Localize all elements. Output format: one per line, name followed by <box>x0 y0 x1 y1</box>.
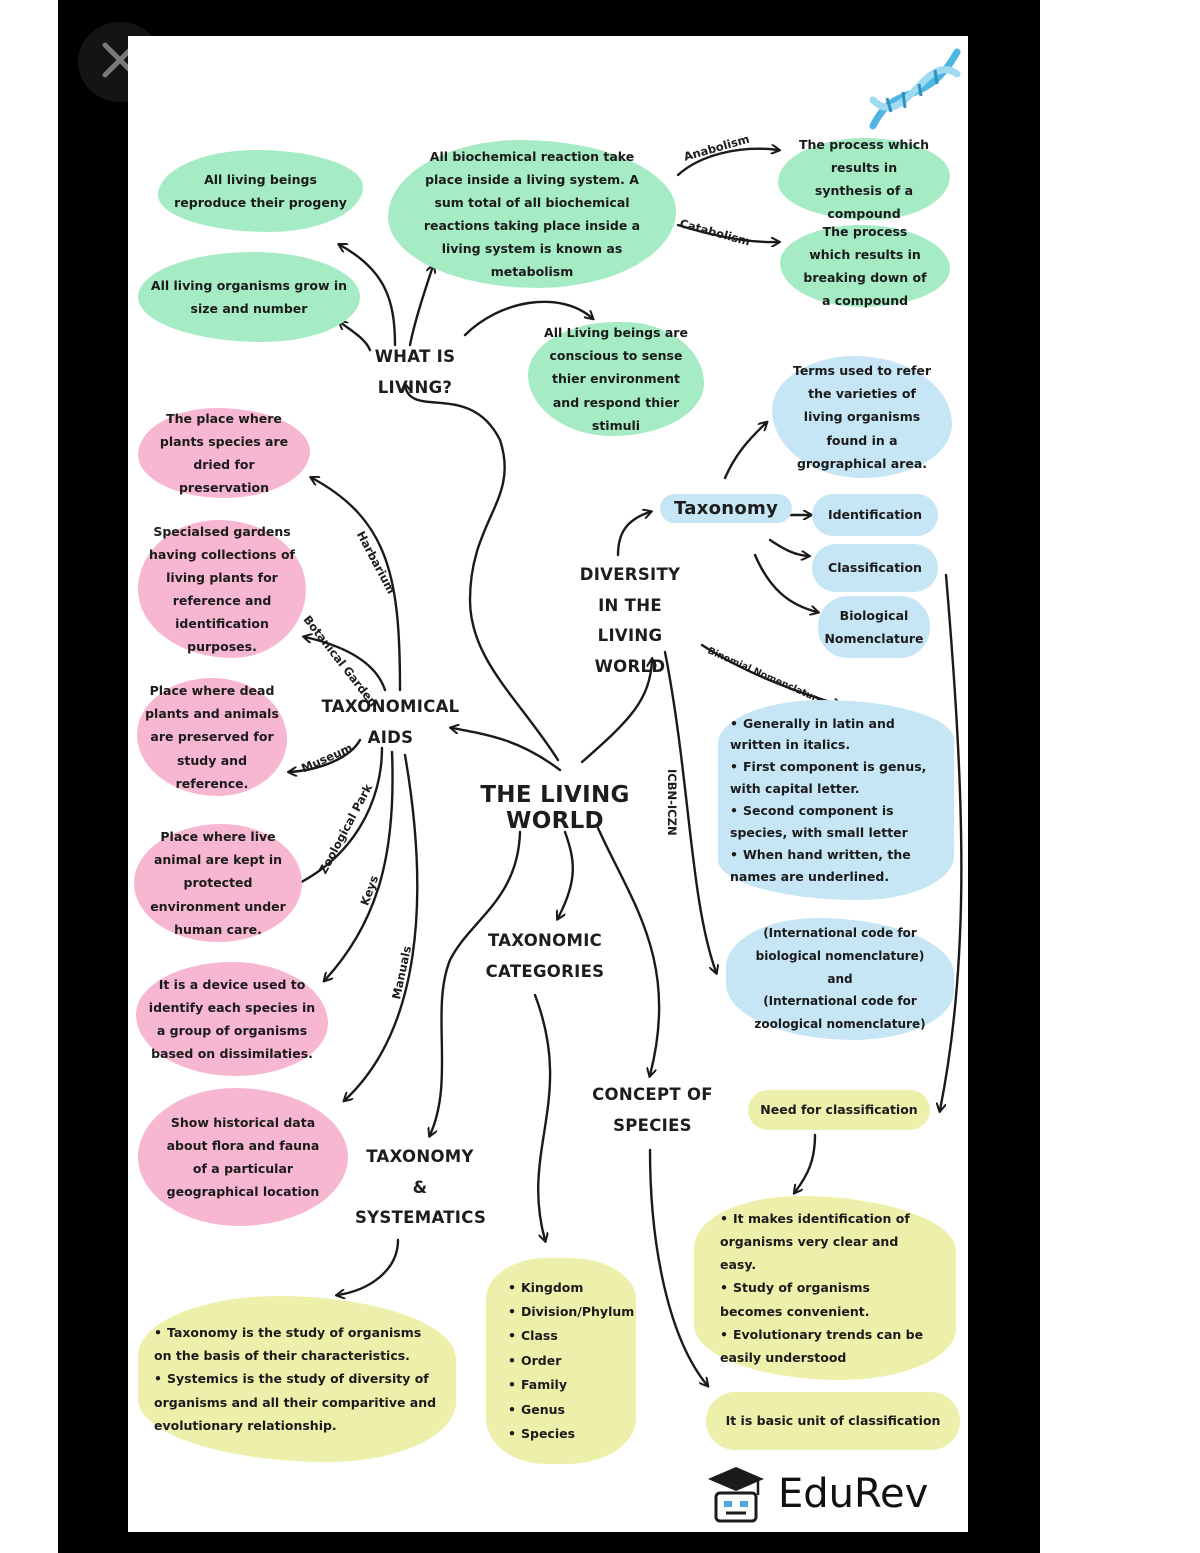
herbarium-note: The place where plants species are dried… <box>138 408 310 498</box>
benefit-point: Evolutionary trends can be easily unders… <box>720 1323 930 1369</box>
need-for-classification-note: Need for classification <box>748 1090 930 1130</box>
systematics-point: Taxonomy is the study of organisms on th… <box>154 1321 440 1367</box>
grow-note: All living organisms grow in size and nu… <box>138 252 360 342</box>
benefit-point: Study of organisms becomes convenient. <box>720 1276 930 1322</box>
category-item: Division/Phylum <box>508 1300 634 1324</box>
category-item: Genus <box>508 1398 634 1422</box>
taxonomic-categories-list: Kingdom Division/Phylum Class Order Fami… <box>486 1258 636 1464</box>
metabolism-note: All biochemical reaction take place insi… <box>388 140 676 288</box>
manuals-note: Show historical data about flora and fau… <box>138 1088 348 1226</box>
museum-note: Place where dead plants and animals are … <box>137 678 287 796</box>
systematics-point: Systemics is the study of diversity of o… <box>154 1367 440 1436</box>
node-what-is-living: WHAT IS LIVING? <box>374 347 456 397</box>
binomial-nomenclature-note: Generally in latin and written in italic… <box>718 700 954 900</box>
icbn-label: ICBN-ICZN <box>665 769 679 836</box>
keys-note: It is a device used to identify each spe… <box>136 962 328 1076</box>
edurev-logo: EduRev <box>704 1462 928 1526</box>
conscious-note: All Living beings are conscious to sense… <box>528 322 704 436</box>
category-item: Family <box>508 1373 634 1397</box>
biodiversity-note: Terms used to refer the varieties of liv… <box>772 356 952 478</box>
category-item: Species <box>508 1422 634 1446</box>
benefit-point: It makes identification of organisms ver… <box>720 1207 930 1276</box>
binomial-point: When hand written, the names are underli… <box>730 844 942 888</box>
category-item: Order <box>508 1349 634 1373</box>
category-item: Class <box>508 1324 634 1348</box>
systematics-note: Taxonomy is the study of organisms on th… <box>138 1296 456 1462</box>
category-item: Kingdom <box>508 1276 634 1300</box>
icbn-iczn-note: (International code for biological nomen… <box>726 918 954 1040</box>
binomial-point: Second component is species, with small … <box>730 800 942 844</box>
zoological-park-note: Place where live animal are kept in prot… <box>134 824 302 942</box>
node-taxonomy-systematics: TAXONOMY&SYSTEMATICS <box>355 1147 487 1228</box>
classification-benefits-note: It makes identification of organisms ver… <box>694 1196 956 1380</box>
species-definition-note: It is basic unit of classification <box>706 1392 960 1450</box>
catabolism-note: The process which results in breaking do… <box>780 224 950 308</box>
central-topic: THE LIVING WORLD <box>480 782 630 834</box>
binomial-point: Generally in latin and written in italic… <box>730 713 942 757</box>
graduation-cap-icon <box>708 1467 764 1523</box>
node-taxonomy: Taxonomy <box>660 494 793 523</box>
identification-note: Identification <box>812 494 938 536</box>
biological-nomenclature-note: Biological Nomenclature <box>818 596 930 658</box>
anabolism-note: The process which results in synthesis o… <box>778 137 950 221</box>
dna-icon <box>869 48 961 130</box>
brand-name: EduRev <box>778 1471 929 1517</box>
botanical-garden-note: Specialsed gardens having collections of… <box>138 520 306 658</box>
classification-note: Classification <box>812 544 938 592</box>
binomial-point: First component is genus, with capital l… <box>730 756 942 800</box>
reproduce-note: All living beings reproduce their progen… <box>158 150 363 232</box>
